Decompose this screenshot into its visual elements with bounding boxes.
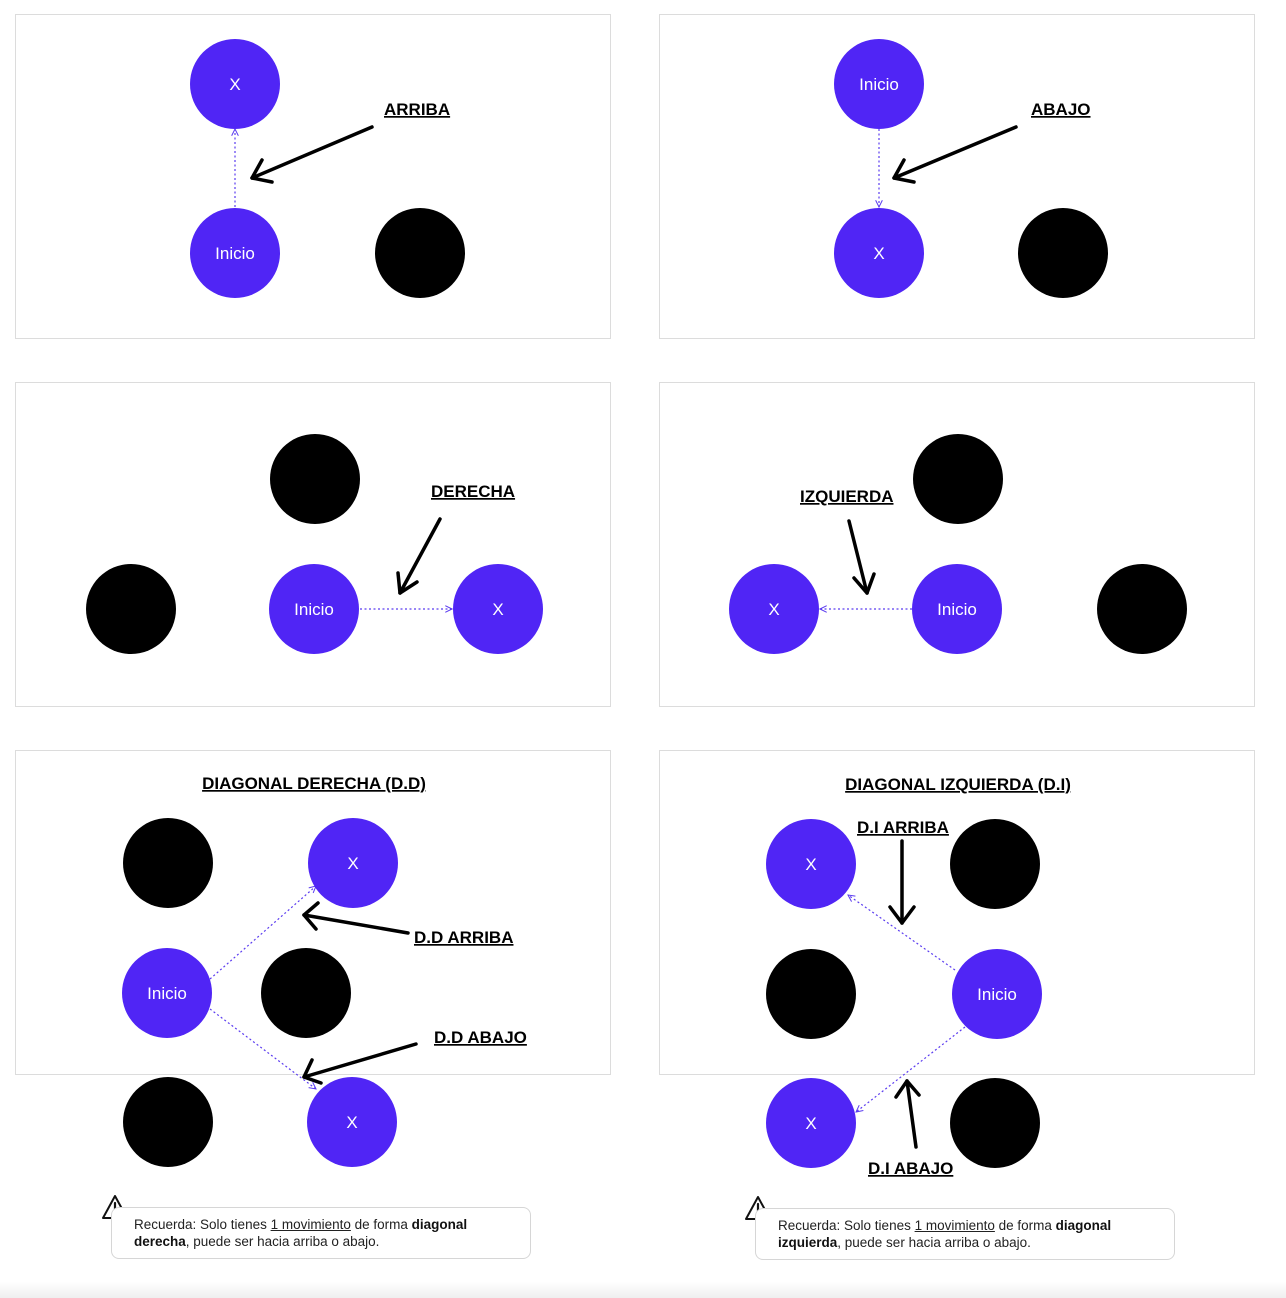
direction-label: DERECHA [431, 482, 515, 501]
target-node-up-label: X [805, 855, 816, 874]
start-node-label: Inicio [147, 984, 187, 1003]
start-node [269, 564, 359, 654]
note-suffix: , puede ser hacia arriba o abajo. [185, 1234, 380, 1249]
target-node-label: X [229, 75, 240, 94]
target-node-down [766, 1078, 856, 1168]
note-middle: de forma [350, 1217, 412, 1232]
panel-arriba: X Inicio ARRIBA [15, 14, 611, 339]
note-count: 1 movimiento [270, 1217, 351, 1232]
obstacle-node [1018, 208, 1108, 298]
note-middle: de forma [994, 1218, 1056, 1233]
start-node [912, 564, 1002, 654]
target-node [453, 564, 543, 654]
obstacle-node [123, 1077, 213, 1167]
pointer-arrow [847, 519, 876, 595]
pointer-arrow-up [302, 901, 410, 935]
obstacle-node-right [1097, 564, 1187, 654]
start-node-label: Inicio [294, 600, 334, 619]
target-node-down [307, 1077, 397, 1167]
diagram-title: DIAGONAL IZQUIERDA (D.I) [845, 775, 1071, 794]
direction-label: ABAJO [1031, 100, 1091, 119]
note-bold: diagonal izquierda [778, 1218, 1112, 1250]
label-dd-abajo: D.D ABAJO [434, 1028, 527, 1047]
obstacle-node [375, 208, 465, 298]
direction-label: IZQUIERDA [800, 487, 894, 506]
panel-diagonal-derecha: DIAGONAL DERECHA (D.D) X Inicio X D.D AR… [15, 750, 611, 1259]
dotted-path-down [856, 1026, 966, 1112]
target-node-up [308, 818, 398, 908]
label-di-arriba: D.I ARRIBA [857, 818, 949, 837]
dotted-path-up [848, 895, 956, 971]
diagram-izquierda: Inicio X IZQUIERDA [729, 434, 1187, 654]
label-di-abajo: D.I ABAJO [868, 1159, 953, 1178]
direction-label: ARRIBA [384, 100, 450, 119]
target-node-label: X [768, 600, 779, 619]
note-count: 1 movimiento [914, 1218, 995, 1233]
diagram-title: DIAGONAL DERECHA (D.D) [202, 774, 426, 793]
pointer-arrow-down [894, 1079, 921, 1149]
note-suffix: , puede ser hacia arriba o abajo. [837, 1235, 1031, 1250]
obstacle-node-top [913, 434, 1003, 524]
target-node-label: X [873, 244, 884, 263]
target-node-up-label: X [347, 854, 358, 873]
start-node-label: Inicio [937, 600, 977, 619]
pointer-arrow [396, 517, 442, 595]
diagram-abajo: Inicio X ABAJO [834, 39, 1108, 298]
panel-derecha: Inicio X DERECHA [15, 382, 611, 707]
target-node-down-label: X [346, 1113, 357, 1132]
obstacle-node [766, 949, 856, 1039]
obstacle-node [950, 819, 1040, 909]
diagram-arriba: X Inicio ARRIBA [190, 39, 465, 298]
dotted-path-up [209, 886, 316, 980]
start-node-label: Inicio [977, 985, 1017, 1004]
obstacle-node [123, 818, 213, 908]
start-node [122, 948, 212, 1038]
start-node [952, 949, 1042, 1039]
target-node-up [766, 819, 856, 909]
pointer-arrow [892, 125, 1018, 184]
obstacle-node [261, 948, 351, 1038]
diagram-diagonal-izquierda: DIAGONAL IZQUIERDA (D.I) X Inicio X D.I … [766, 775, 1071, 1178]
obstacle-node [950, 1078, 1040, 1168]
panel-izquierda: Inicio X IZQUIERDA [659, 382, 1255, 707]
panel-diagonal-izquierda: DIAGONAL IZQUIERDA (D.I) X Inicio X D.I … [659, 750, 1255, 1260]
target-node-label: X [492, 600, 503, 619]
start-node [190, 208, 280, 298]
target-node [190, 39, 280, 129]
pointer-arrow-down [302, 1042, 418, 1085]
bottom-edge [0, 1282, 1286, 1298]
reminder-note: Recuerda: Solo tienes 1 movimiento de fo… [111, 1207, 531, 1259]
label-dd-arriba: D.D ARRIBA [414, 928, 513, 947]
target-node [729, 564, 819, 654]
pointer-arrow [250, 125, 374, 184]
reminder-note: Recuerda: Solo tienes 1 movimiento de fo… [755, 1208, 1175, 1260]
start-node-label: Inicio [215, 244, 255, 263]
note-prefix: Recuerda: Solo tienes [778, 1218, 915, 1233]
obstacle-node-top [270, 434, 360, 524]
start-node [834, 39, 924, 129]
obstacle-node-left [86, 564, 176, 654]
note-bold: diagonal derecha [134, 1217, 468, 1249]
start-node-label: Inicio [859, 75, 899, 94]
pointer-arrow-up [888, 839, 916, 925]
note-prefix: Recuerda: Solo tienes [134, 1217, 271, 1232]
panel-abajo: Inicio X ABAJO [659, 14, 1255, 339]
diagram-diagonal-derecha: DIAGONAL DERECHA (D.D) X Inicio X D.D AR… [122, 774, 527, 1167]
diagram-derecha: Inicio X DERECHA [86, 434, 543, 654]
target-node [834, 208, 924, 298]
target-node-down-label: X [805, 1114, 816, 1133]
